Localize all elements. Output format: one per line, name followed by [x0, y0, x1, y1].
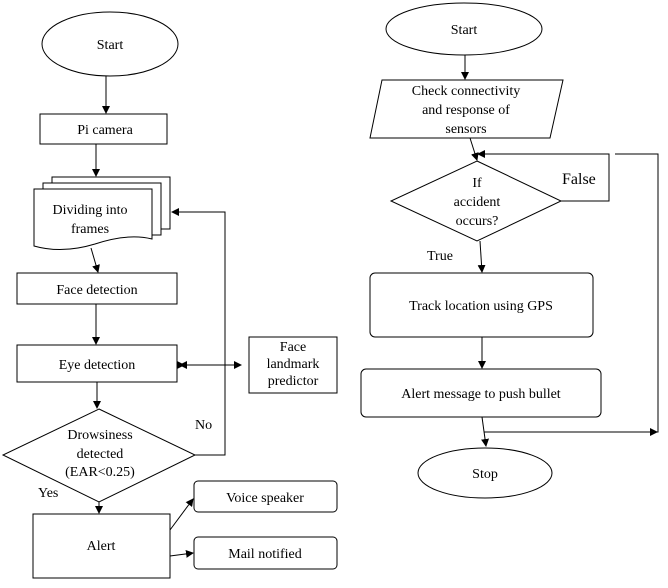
- mail-notified-node: Mail notified: [193, 536, 338, 570]
- face-detection-label: Face detection: [56, 283, 137, 298]
- voice-speaker-node: Voice speaker: [193, 480, 338, 513]
- dividing-frames-node: Dividing into frames: [33, 176, 171, 250]
- outer-loop-connector: [484, 153, 659, 433]
- accident-decision: If accident occurs?: [389, 160, 563, 242]
- check-line2: and response of: [422, 103, 510, 118]
- no-label: No: [195, 418, 212, 433]
- eye-detection-node: Eye detection: [16, 344, 178, 383]
- left-flowchart: Start Pi camera Dividing into frames Fac…: [1, 11, 338, 579]
- track-location-node: Track location using GPS: [369, 272, 594, 338]
- dividing-label-line2: frames: [71, 222, 109, 237]
- drowsiness-line3: (EAR<0.25): [65, 465, 135, 480]
- connector: [169, 549, 194, 558]
- if-line3: occurs?: [456, 214, 499, 229]
- alert-node: Alert: [32, 513, 171, 579]
- stop-node: Stop: [417, 447, 553, 499]
- connector: [90, 247, 100, 273]
- right-start-label: Start: [451, 23, 478, 38]
- face-landmark-line3: predictor: [268, 374, 319, 389]
- arrow-head: [179, 361, 187, 369]
- left-start-label: Start: [97, 38, 124, 53]
- stop-label: Stop: [472, 467, 498, 482]
- pi-camera-label: Pi camera: [77, 123, 133, 138]
- check-connectivity-node: Check connectivity and response of senso…: [369, 79, 564, 139]
- connector: [469, 137, 479, 161]
- alert-label: Alert: [87, 539, 116, 554]
- dividing-label-line1: Dividing into: [52, 203, 127, 218]
- face-landmark-line2: landmark: [267, 357, 320, 372]
- yes-label: Yes: [38, 486, 58, 501]
- connector: [477, 240, 486, 273]
- drowsiness-line1: Drowsiness: [67, 428, 132, 443]
- left-start-node: Start: [41, 11, 179, 77]
- alert-message-node: Alert message to push bullet: [360, 368, 602, 418]
- no-loop-connector: [171, 208, 226, 456]
- drowsiness-line2: detected: [77, 447, 124, 462]
- if-line2: accident: [454, 195, 501, 210]
- voice-speaker-label: Voice speaker: [226, 491, 304, 506]
- pi-camera-node: Pi camera: [39, 113, 168, 145]
- face-landmark-node: Face landmark predictor: [248, 336, 338, 394]
- connector: [169, 498, 194, 531]
- false-loop-connector: [477, 150, 610, 202]
- face-detection-node: Face detection: [16, 272, 178, 305]
- mail-notified-label: Mail notified: [228, 547, 302, 562]
- face-landmark-line1: Face: [280, 340, 306, 355]
- if-line1: If: [472, 176, 482, 191]
- right-start-node: Start: [385, 2, 543, 56]
- drowsiness-decision: Drowsiness detected (EAR<0.25): [1, 408, 197, 503]
- true-label: True: [427, 249, 453, 264]
- right-flowchart: Start Check connectivity and response of…: [360, 2, 659, 499]
- alert-message-label: Alert message to push bullet: [401, 387, 561, 402]
- check-line1: Check connectivity: [412, 84, 520, 99]
- check-line3: sensors: [445, 122, 486, 137]
- track-location-label: Track location using GPS: [409, 299, 553, 314]
- eye-detection-label: Eye detection: [59, 358, 136, 373]
- false-label: False: [562, 171, 596, 188]
